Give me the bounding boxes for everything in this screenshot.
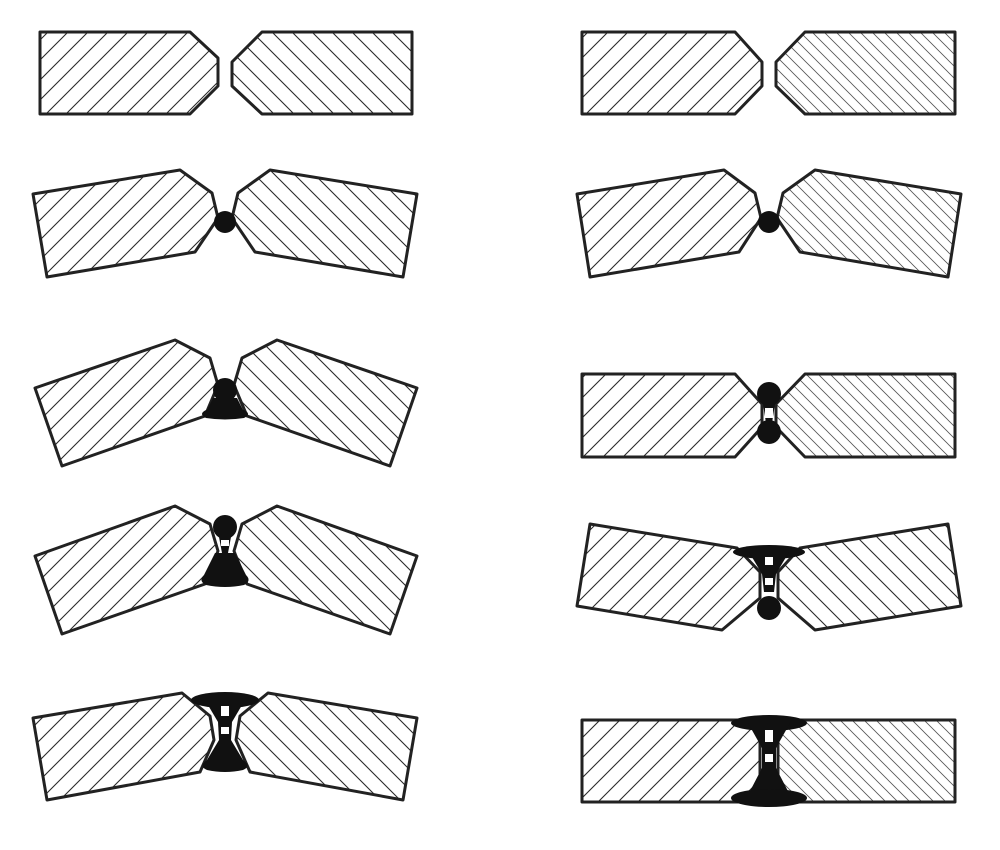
lower-root-weld-bead xyxy=(757,596,781,620)
right-plate xyxy=(776,718,957,804)
left-plate xyxy=(575,168,763,279)
root-weld-bead xyxy=(213,378,237,402)
upper-root-weld-bead xyxy=(213,515,237,539)
lower-root-weld-bead xyxy=(757,420,781,444)
left-plate xyxy=(31,168,220,279)
lower-fill-weld xyxy=(202,410,248,420)
right-plate xyxy=(230,30,414,116)
right-step-2 xyxy=(575,168,963,279)
left-plate xyxy=(31,691,216,802)
right-step-3 xyxy=(580,372,957,459)
lower-cap-weld xyxy=(731,789,807,807)
left-plate xyxy=(33,338,220,468)
right-step-1 xyxy=(580,30,957,116)
right-plate xyxy=(775,168,963,279)
lower-fill-weld xyxy=(201,553,249,587)
right-plate xyxy=(774,30,957,116)
right-plate xyxy=(234,691,419,802)
root-weld-bead xyxy=(758,211,780,233)
left-plate xyxy=(580,372,764,459)
lower-cap-weld xyxy=(202,740,248,772)
left-plate xyxy=(580,718,762,804)
left-plate xyxy=(580,30,764,116)
right-plate xyxy=(774,372,957,459)
left-step-2 xyxy=(31,168,419,279)
left-step-5 xyxy=(31,691,419,802)
left-plate xyxy=(33,504,220,636)
left-plate xyxy=(38,30,220,116)
right-step-4 xyxy=(575,522,963,632)
left-step-4 xyxy=(33,504,419,636)
left-plate xyxy=(575,522,762,632)
root-weld-bead xyxy=(214,211,236,233)
left-step-1 xyxy=(38,30,414,116)
right-step-5 xyxy=(580,715,957,807)
right-plate xyxy=(232,504,419,636)
right-plate xyxy=(232,338,419,468)
right-plate xyxy=(776,522,963,632)
left-step-3 xyxy=(33,338,419,468)
upper-root-weld-bead xyxy=(757,382,781,406)
right-plate xyxy=(230,168,419,279)
